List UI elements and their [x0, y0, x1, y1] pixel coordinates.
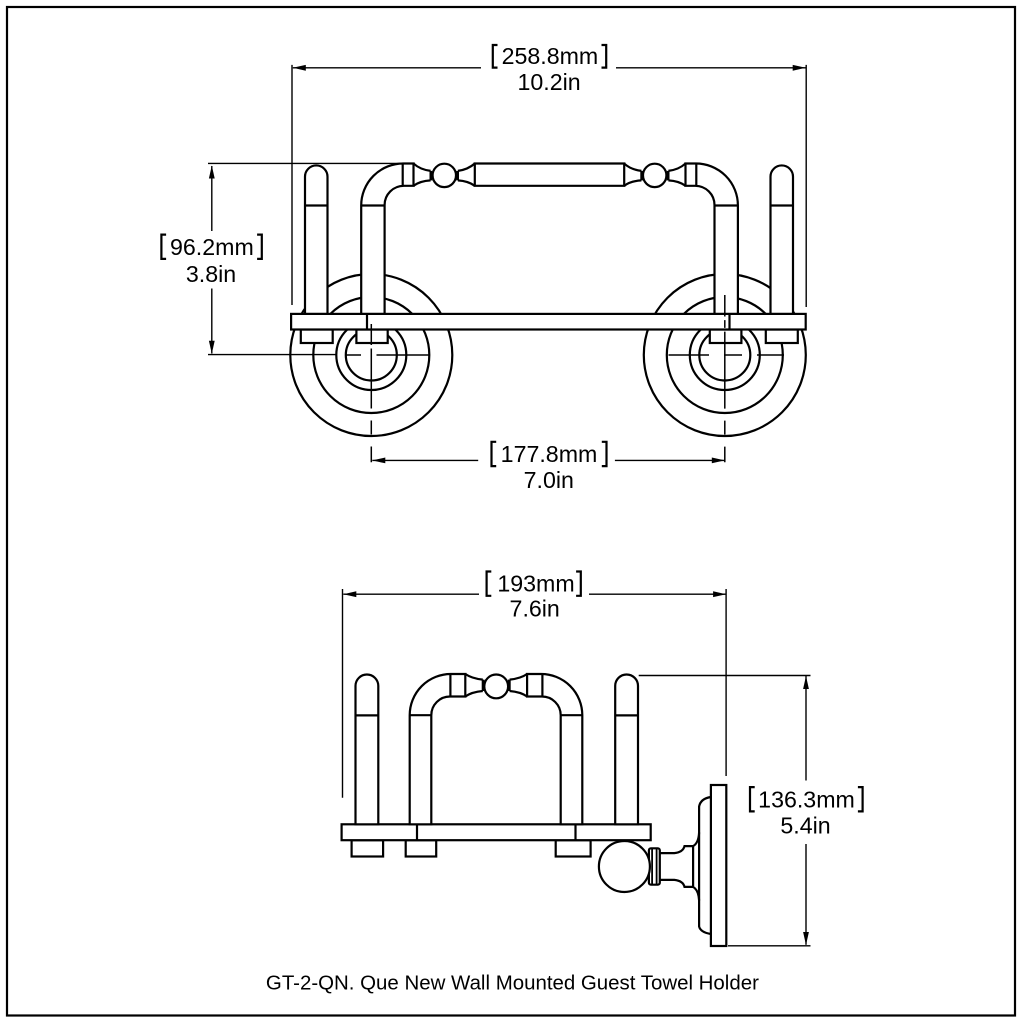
svg-text:258.8mm: 258.8mm — [502, 43, 599, 69]
svg-text:136.3mm: 136.3mm — [758, 786, 855, 812]
svg-text:7.0in: 7.0in — [524, 467, 574, 493]
svg-text:10.2in: 10.2in — [518, 69, 581, 95]
svg-text:3.8in: 3.8in — [186, 261, 236, 287]
svg-text:177.8mm: 177.8mm — [501, 441, 598, 467]
svg-text:7.6in: 7.6in — [510, 595, 560, 621]
svg-text:GT-2-QN. Que New Wall Mounted: GT-2-QN. Que New Wall Mounted Guest Towe… — [266, 972, 759, 995]
svg-text:193mm: 193mm — [497, 571, 574, 597]
svg-text:5.4in: 5.4in — [780, 812, 830, 838]
svg-text:96.2mm: 96.2mm — [170, 234, 254, 260]
